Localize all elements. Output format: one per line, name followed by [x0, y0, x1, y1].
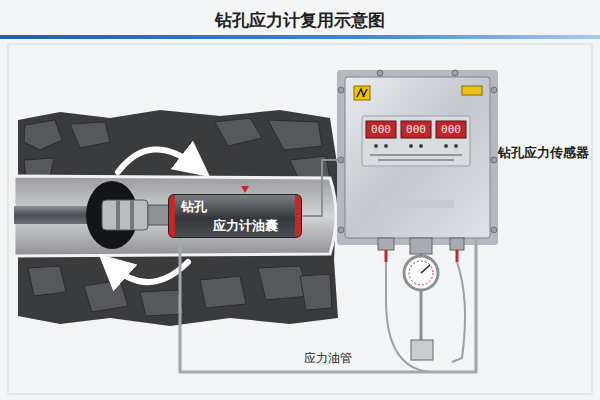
- frame: [8, 44, 592, 394]
- cable-gland: [378, 238, 464, 254]
- node-text: 钻孔: [181, 198, 207, 216]
- edge-label: 应力油管: [301, 350, 355, 367]
- housing-flange: [337, 70, 498, 245]
- sensor-housing: [345, 77, 490, 238]
- junction-box: [411, 340, 433, 360]
- display-reading: 000: [437, 122, 465, 137]
- bolts: [338, 70, 497, 233]
- display-reading: 000: [367, 122, 395, 137]
- marker: [241, 186, 249, 193]
- rotation-arrow: [112, 262, 188, 282]
- connector-line: [180, 238, 476, 372]
- stress-sensor: 钻孔应力传感器: [345, 77, 490, 238]
- oil-bag: 钻孔应力计油囊: [168, 194, 302, 238]
- display-panel: [362, 116, 470, 166]
- fine-print: [370, 154, 462, 208]
- signal-cable: [302, 160, 345, 216]
- rotation-arrow: [118, 149, 196, 172]
- display-reading: 000: [402, 122, 430, 137]
- borehole: [14, 176, 336, 256]
- tag-plate: [462, 86, 482, 95]
- connector-line: [302, 160, 345, 216]
- node-text: 钻孔应力传感器: [498, 144, 589, 162]
- pressure-gauge: [404, 256, 438, 290]
- coupler: [102, 200, 148, 230]
- oil-pipe: [180, 238, 476, 372]
- diagram-title: 钻孔应力计复用示意图: [0, 9, 600, 32]
- cable: [452, 262, 465, 362]
- gauge-stem: [420, 290, 423, 340]
- logo: [354, 86, 370, 100]
- title-rule: [0, 35, 600, 39]
- node-text: 应力计油囊: [213, 217, 278, 235]
